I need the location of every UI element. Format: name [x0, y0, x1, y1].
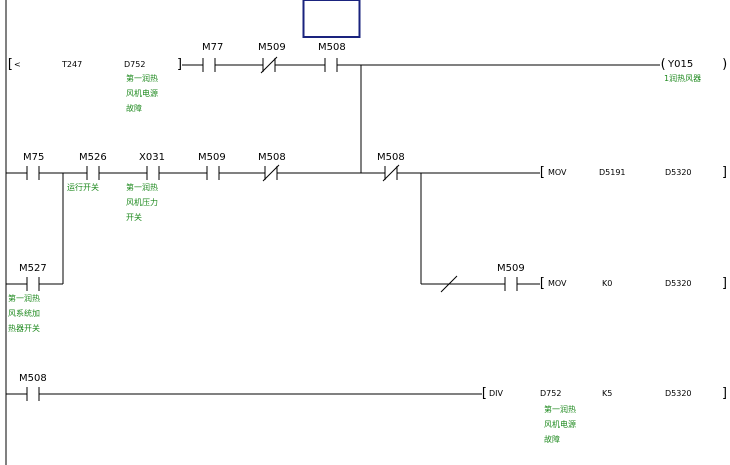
- compare-operator: <: [14, 60, 21, 69]
- coil-y015-comment: 1润热风器: [664, 74, 702, 83]
- contact-m508-2-label: M508: [19, 373, 47, 384]
- contact-m526-label: M526: [79, 152, 107, 163]
- contact-m527-label: M527: [19, 263, 47, 274]
- contact-m508-nc-label: M508: [258, 152, 286, 163]
- selection-cursor: [302, 0, 361, 38]
- contact-m527-comment: 第一润热 风系统加 热器开关: [8, 294, 40, 333]
- compare-bracket-close: ]: [176, 57, 184, 72]
- div-source[interactable]: D752: [540, 389, 562, 398]
- mov1-bracket-close: ]: [721, 165, 729, 180]
- mov1-bracket-open: [: [538, 165, 546, 180]
- mov2-destination[interactable]: D5320: [665, 279, 692, 288]
- contact-x031-label: X031: [139, 152, 165, 163]
- div-source-comment: 第一润热 风机电源 故障: [544, 405, 576, 444]
- contact-m526[interactable]: [86, 166, 100, 180]
- contact-m508-label: M508: [318, 42, 346, 53]
- div-constant[interactable]: K5: [602, 389, 613, 398]
- div-bracket-open: [: [480, 386, 488, 401]
- div-destination[interactable]: D5320: [665, 389, 692, 398]
- compare-operand-2[interactable]: D752: [124, 60, 146, 69]
- coil-paren-open: (: [659, 57, 667, 72]
- mov1-instruction[interactable]: MOV: [548, 168, 567, 177]
- contact-m526-comment: 运行开关: [67, 183, 99, 192]
- contact-m77-label: M77: [202, 42, 224, 53]
- contact-m508-nc[interactable]: [262, 164, 280, 182]
- coil-paren-close: ): [721, 57, 729, 72]
- mov1-source[interactable]: D5191: [599, 168, 626, 177]
- contact-m508-2[interactable]: [26, 387, 40, 401]
- contact-m509-nc-label: M509: [258, 42, 286, 53]
- mov2-source[interactable]: K0: [602, 279, 613, 288]
- contact-m508-nc-2-label: M508: [377, 152, 405, 163]
- contact-m77[interactable]: [202, 58, 216, 72]
- contact-m509[interactable]: [206, 166, 220, 180]
- contact-m508-nc-2[interactable]: [382, 164, 400, 182]
- contact-x031-comment: 第一润热 风机压力 开关: [126, 183, 158, 222]
- mov2-bracket-close: ]: [721, 276, 729, 291]
- div-instruction[interactable]: DIV: [489, 389, 503, 398]
- contact-m75[interactable]: [26, 166, 40, 180]
- contact-m509-label: M509: [198, 152, 226, 163]
- div-bracket-close: ]: [721, 386, 729, 401]
- contact-x031[interactable]: [146, 166, 160, 180]
- branch-diagonal-mark: [440, 275, 458, 293]
- contact-m509-2-label: M509: [497, 263, 525, 274]
- compare-bracket-open: [: [6, 57, 14, 72]
- contact-m508[interactable]: [324, 58, 338, 72]
- mov1-destination[interactable]: D5320: [665, 168, 692, 177]
- mov2-instruction[interactable]: MOV: [548, 279, 567, 288]
- contact-m509-nc[interactable]: [260, 56, 278, 74]
- compare-operand-1[interactable]: T247: [62, 60, 83, 69]
- compare-operand-2-comment: 第一润热 风机电源 故障: [126, 74, 158, 113]
- contact-m509-2[interactable]: [504, 277, 518, 291]
- mov2-bracket-open: [: [538, 276, 546, 291]
- contact-m527[interactable]: [26, 277, 40, 291]
- contact-m75-label: M75: [23, 152, 45, 163]
- coil-y015-label[interactable]: Y015: [668, 59, 694, 70]
